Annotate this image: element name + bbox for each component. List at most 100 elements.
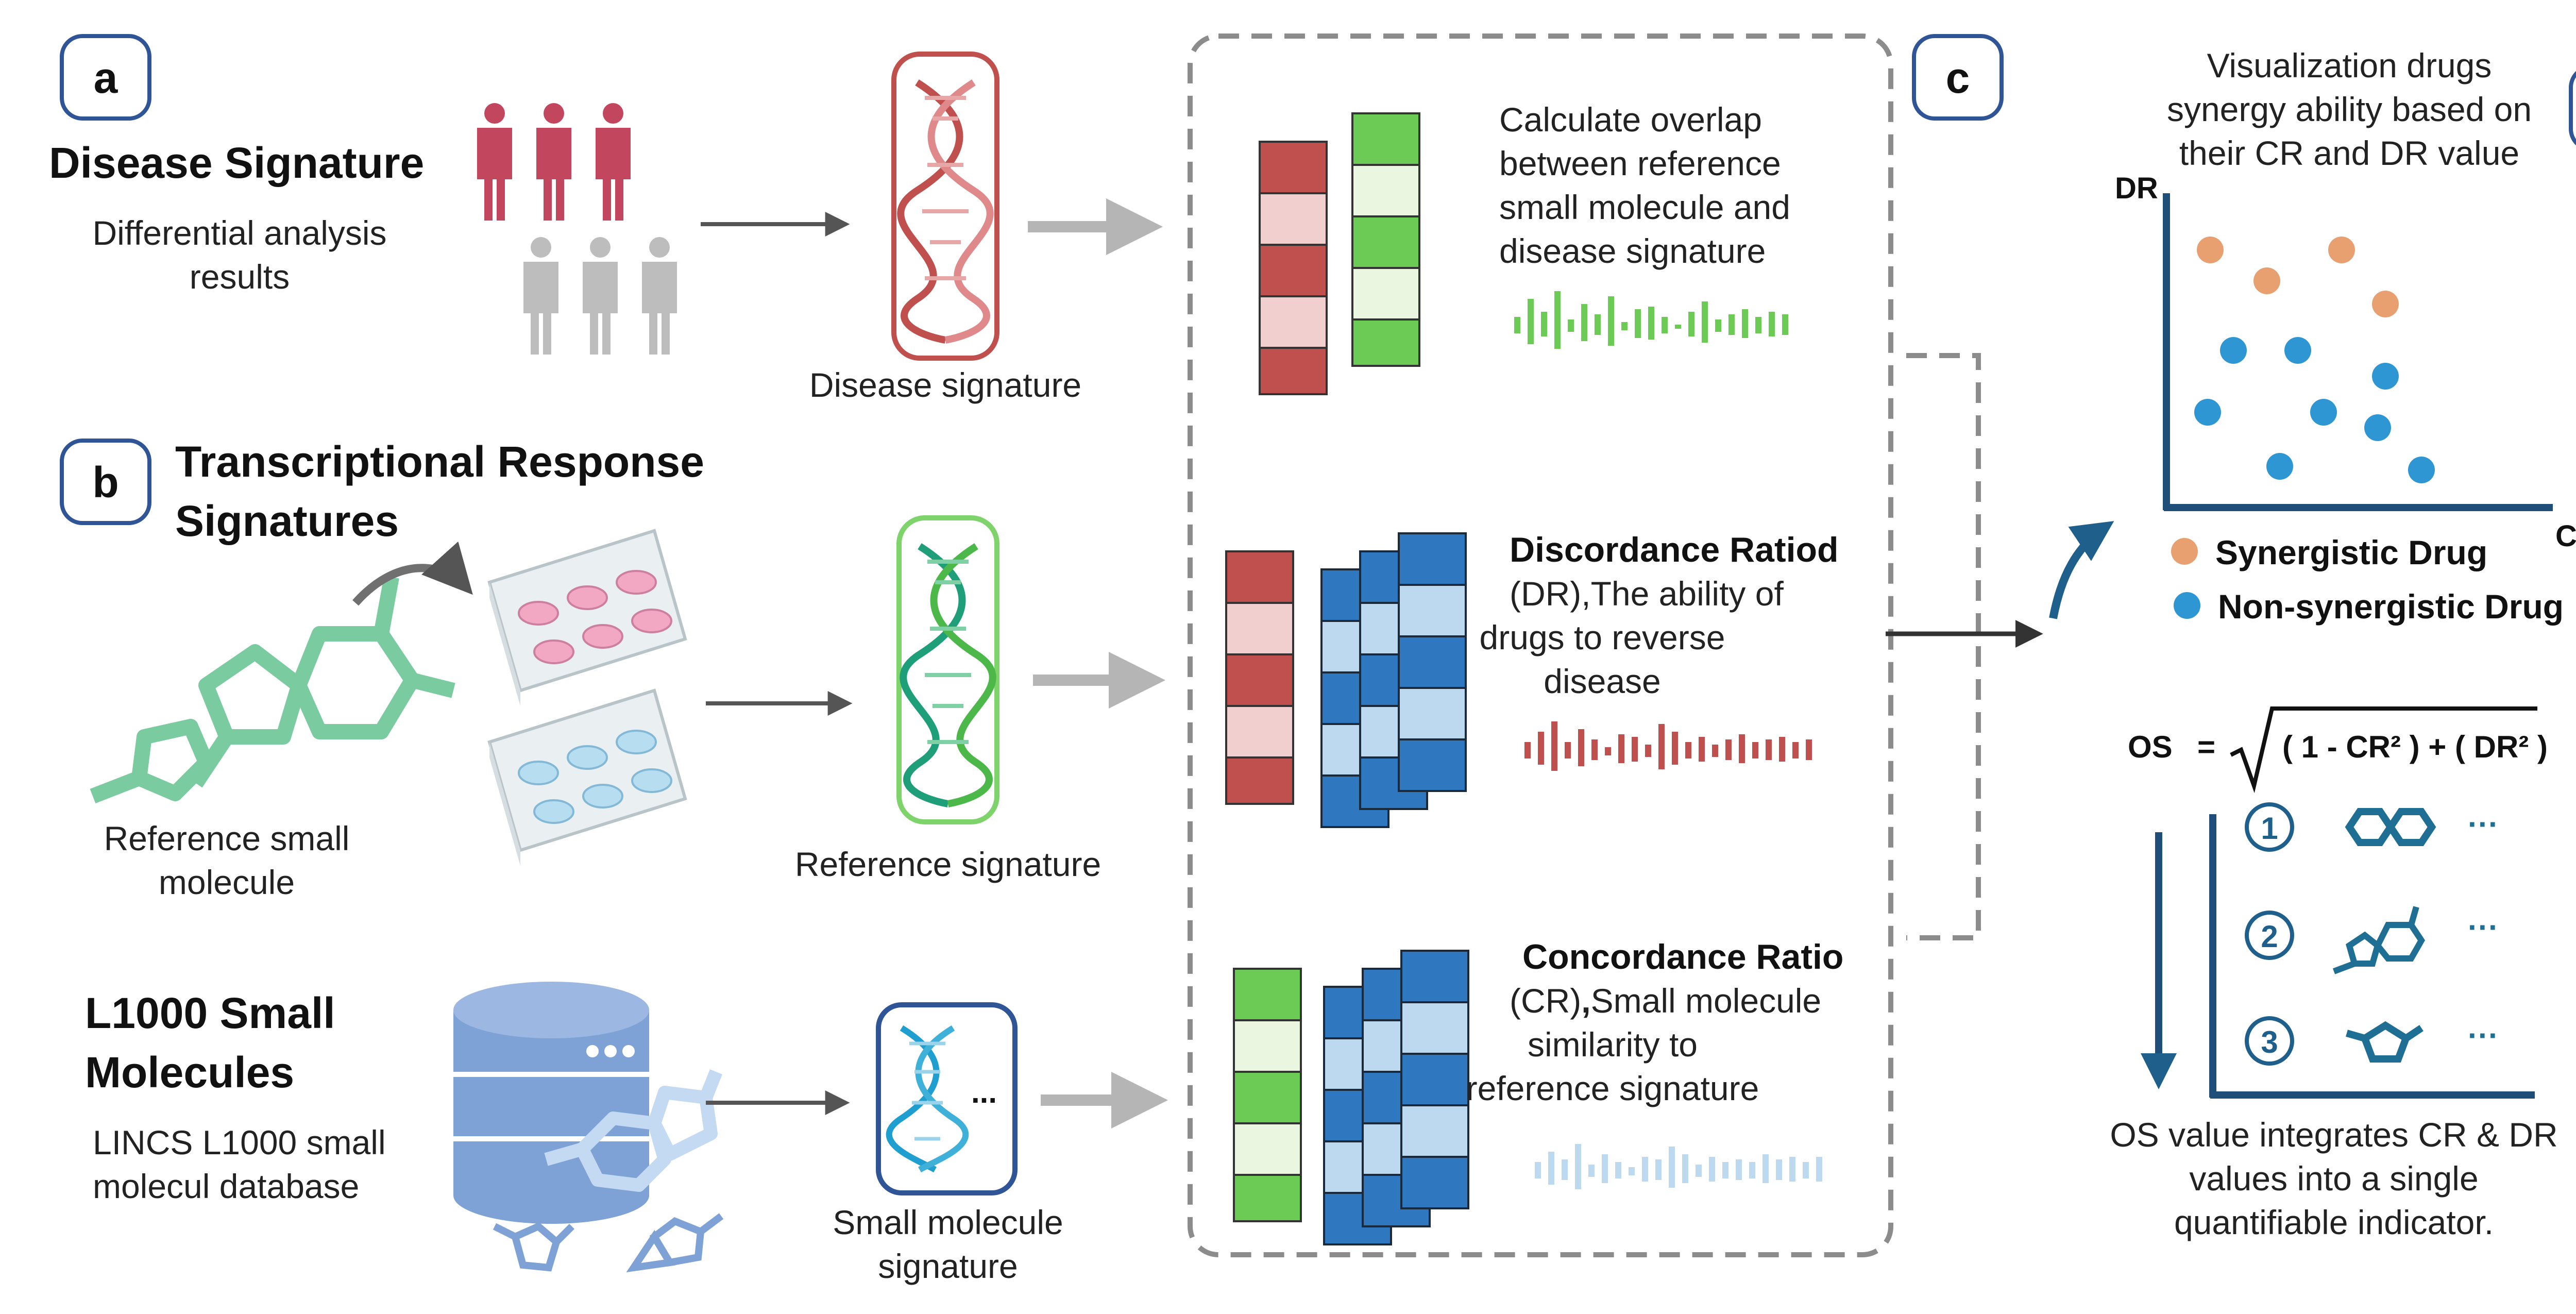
disease-dna-icon [891,52,999,361]
non-synergistic-point [2364,414,2391,441]
os-formula: OS = ( 1 - CR² ) + ( DR² ) [2128,706,2548,794]
dr-text-2: drugs to reverse [1480,618,1725,656]
panel-letter-a: a [60,34,151,121]
overlap-text-4: disease signature [1499,232,1766,270]
panel-a-subtitle-2: results [190,258,290,296]
l1000-desc-1: LINCS L1000 small [93,1123,386,1161]
svg-text:a: a [94,54,118,102]
arrow-b-curve [352,541,473,606]
small-molecule-label-2: signature [878,1247,1018,1285]
non-synergistic-point [2194,399,2221,426]
legend-non-synergistic: Non-synergistic Drug [2218,587,2564,626]
reference-dna-icon [896,515,999,824]
stack-cell [1400,1104,1469,1158]
cr-blue-stack-icon [1323,950,1469,1245]
panel-a-title: Disease Signature [49,139,424,187]
e-footer-2: values into a single [2189,1159,2478,1198]
well-plate-blue-icon [487,688,687,866]
synergistic-point [2372,291,2399,317]
people-icon [477,103,677,355]
synergistic-point [2253,267,2280,294]
panel-c-frame [1188,33,1893,1257]
e-header-1: Visualization drugs [2207,46,2492,85]
light-blue-wave-icon [1535,1144,1822,1189]
overlap-text-3: small molecule and [1499,188,1790,226]
dr-title: Discordance Ratiod [1510,530,1839,569]
reference-signature-label: Reference signature [795,845,1101,883]
stack-cell [1398,532,1467,586]
synergistic-point [2328,237,2355,263]
small-molecule-ellipsis: ... [971,1075,997,1109]
e-footer-1: OS value integrates CR & DR [2110,1116,2557,1154]
dr-blue-stack-icon [1320,532,1467,828]
non-synergistic-point [2220,337,2247,364]
l1000-title-1: L1000 Small [85,989,335,1037]
dr-columns-icon [1225,550,1294,805]
x-axis-label: CR [2555,519,2576,553]
stack-cell [1400,1156,1469,1209]
svg-text:b: b [92,458,118,507]
non-synergistic-point [2372,363,2399,390]
red-wave-icon [1524,721,1812,771]
stack-cell [1400,1001,1469,1055]
stack-cell [1398,687,1467,740]
overlap-text-1: Calculate overlap [1499,100,1762,139]
e-header-2: synergy ability based on [2167,90,2532,128]
non-synergistic-point [2266,453,2293,480]
ranking-table: 1 ··· 2 ··· 3 ··· [2209,802,2535,1099]
panel-b-title-1: Transcriptional Response [175,437,704,486]
legend-blue-marker [2174,592,2200,619]
rank-3: 3 [2261,1025,2278,1059]
panel-letter-c: c [1912,34,2004,121]
e-header-3: their CR and DR value [2179,134,2519,172]
stack-cell [1398,584,1467,637]
rank-3-ellipsis: ··· [2468,1018,2499,1053]
panel-c-bracket [1906,353,1981,940]
stack-cell [1398,635,1467,689]
y-axis-label: DR [2115,172,2158,205]
cr-columns-icon [1233,968,1302,1222]
fused-ring-molecule-icon [2332,906,2426,974]
overlap-text-2: between reference [1499,144,1781,182]
dr-text-1: (DR),The ability of [1510,575,1784,613]
panel-letter-b: b [60,439,151,525]
arrow-curve-up [2049,521,2114,619]
e-footer-3: quantifiable indicator. [2174,1203,2494,1241]
formula-body: ( 1 - CR² ) + ( DR² ) [2282,730,2548,764]
formula-equals: = [2197,730,2215,764]
scatter-plot: DR CR [2115,172,2576,553]
small-molecule-dna-icon: ... [876,1002,1018,1195]
reference-molecule-label-2: molecule [159,863,295,901]
small-molecule-label-1: Small molecule [833,1203,1063,1241]
formula-os: OS [2128,730,2173,764]
rank-1-ellipsis: ··· [2468,807,2499,841]
l1000-title-2: Molecules [85,1048,294,1097]
cr-text-3: reference signature [1466,1069,1759,1107]
svg-text:c: c [1946,54,1970,102]
rank-2-ellipsis: ··· [2468,910,2499,945]
dr-text-3: disease [1544,662,1661,700]
reference-molecule-label-1: Reference small [104,819,350,857]
pentagon-molecule-icon [2346,1021,2424,1063]
cr-text-1: (CR),Small molecule [1510,982,1821,1020]
non-synergistic-point [2284,337,2311,364]
cr-title: Concordance Ratio [1522,937,1843,976]
rank-2: 2 [2261,919,2278,954]
reference-molecule-icon [90,576,455,803]
legend: Synergistic Drug Non-synergistic Drug [2171,533,2564,626]
panel-a-subtitle-1: Differential analysis [92,214,386,252]
green-wave-icon [1514,291,1788,349]
non-synergistic-point [2408,457,2435,483]
database-icon [453,982,724,1273]
non-synergistic-point [2310,399,2337,426]
legend-synergistic: Synergistic Drug [2215,533,2487,571]
stack-cell [1400,1053,1469,1106]
panel-letter-e: e [2569,71,2576,146]
synergistic-point [2197,237,2224,263]
stack-cell [1398,738,1467,792]
cr-text-2: similarity to [1528,1025,1698,1064]
disease-signature-label: Disease signature [809,366,1081,404]
legend-orange-marker [2171,538,2198,565]
benzene-pair-icon [2345,808,2436,846]
